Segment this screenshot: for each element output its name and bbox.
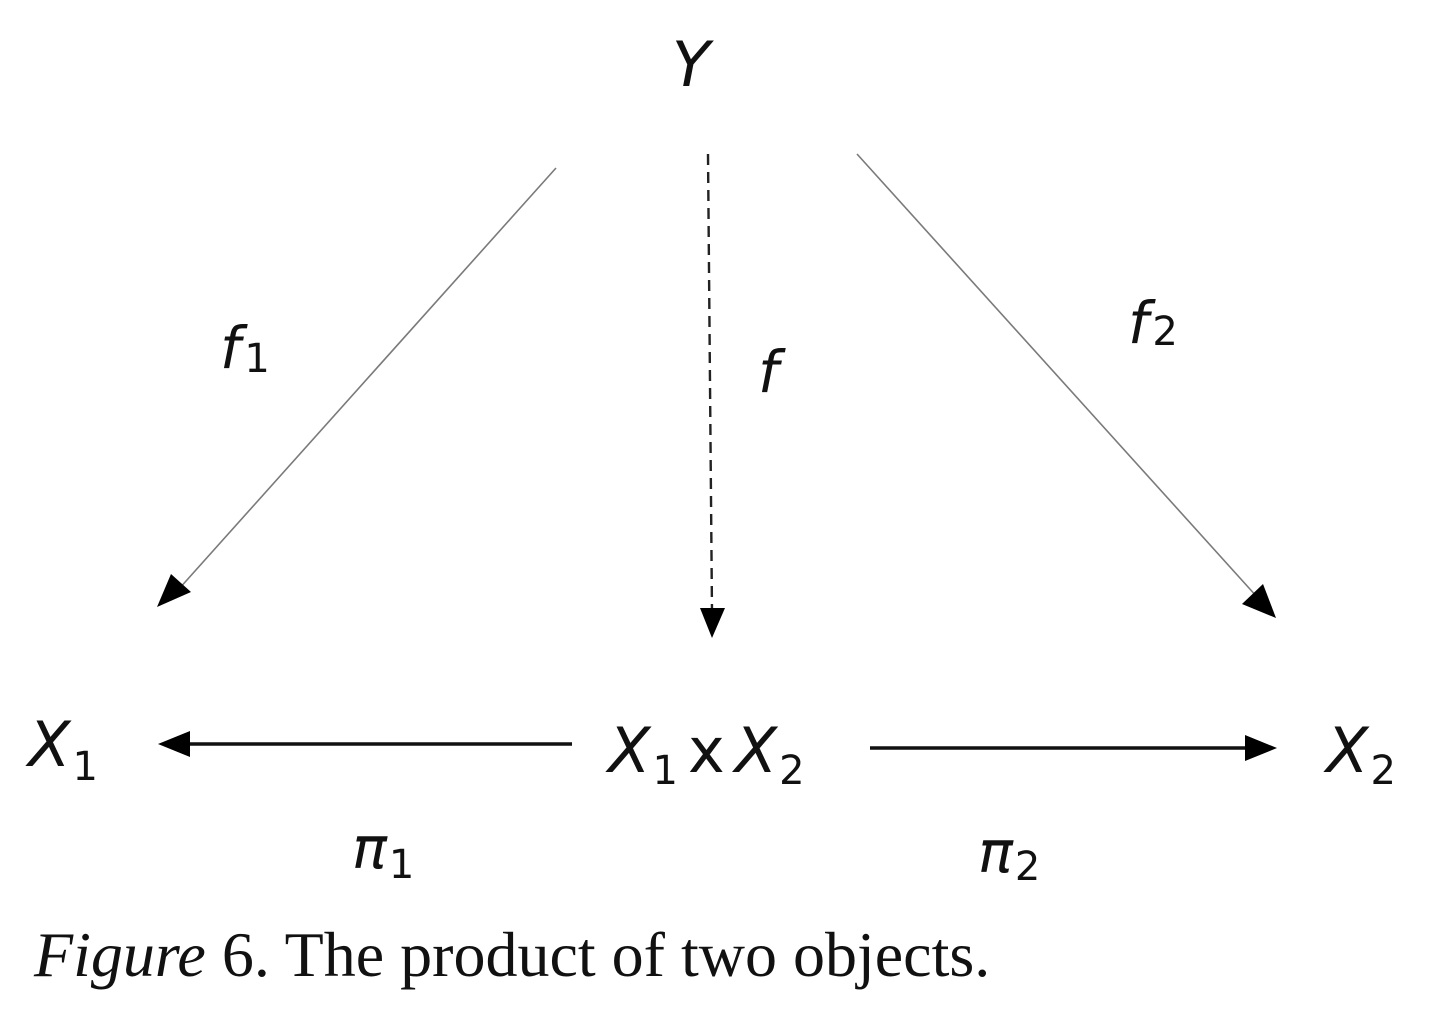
node-x2: X2	[1323, 714, 1396, 794]
caption-text: 6. The product of two objects.	[205, 919, 991, 990]
label-pi1: π1	[352, 814, 414, 888]
node-x1: X1	[25, 708, 98, 790]
label-f: f	[758, 338, 786, 406]
arrow-f2	[856, 153, 1259, 599]
arrowhead-f	[700, 608, 725, 638]
arrowhead-pi1	[158, 731, 190, 757]
arrow-f-dashed	[706, 153, 714, 613]
node-y: Y	[672, 28, 714, 101]
caption-figure-word: Figure	[34, 919, 206, 990]
arrowhead-f2	[1242, 584, 1276, 618]
label-pi2: π2	[978, 818, 1040, 890]
arrow-f1	[177, 167, 557, 591]
arrowhead-f1	[157, 574, 191, 607]
figure-caption: Figure 6. The product of two objects.	[34, 918, 990, 992]
arrowhead-pi2	[1245, 735, 1277, 761]
